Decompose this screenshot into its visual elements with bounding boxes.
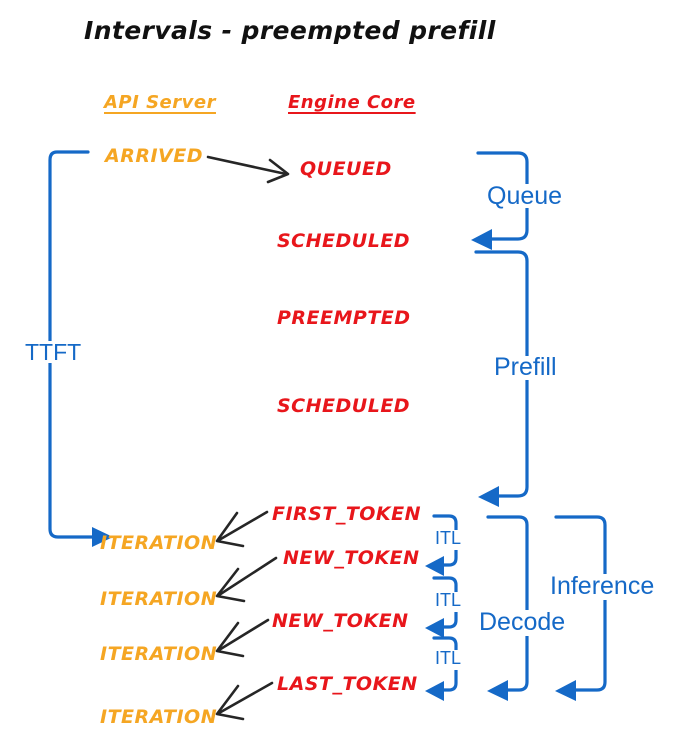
arrow-arrived-to-queued <box>206 155 290 184</box>
prefill-label-mask <box>492 356 566 380</box>
itl1-label-mask <box>432 530 468 550</box>
interval-label-itl-1: ITL <box>435 528 462 548</box>
event-preempted: PREEMPTED <box>277 307 411 329</box>
column-header-engine-core: Engine Core <box>288 92 416 113</box>
event-new-token-2: NEW_TOKEN <box>272 610 409 632</box>
event-last-token: LAST_TOKEN <box>277 673 418 695</box>
arrow-new-token-to-iteration-3 <box>215 618 270 658</box>
inference-label-mask <box>547 574 663 600</box>
event-arrived: ARRIVED <box>105 145 203 167</box>
event-new-token-1: NEW_TOKEN <box>283 547 420 569</box>
arrow-last-token-to-iteration-4 <box>215 681 274 721</box>
event-iteration-1: ITERATION <box>100 532 218 554</box>
event-scheduled-2: SCHEDULED <box>277 395 411 417</box>
interval-label-decode: Decode <box>479 608 566 636</box>
event-iteration-3: ITERATION <box>100 643 218 665</box>
interval-label-itl-2: ITL <box>435 590 462 610</box>
event-queued: QUEUED <box>300 158 392 180</box>
interval-label-inference: Inference <box>550 572 655 600</box>
event-iteration-4: ITERATION <box>100 706 218 728</box>
column-header-api-server: API Server <box>104 92 216 113</box>
interval-label-ttft: TTFT <box>25 339 82 365</box>
page-title: Intervals - preempted prefill <box>84 16 496 45</box>
arrow-new-token-to-iteration-2 <box>215 556 278 603</box>
ttft-label-mask <box>22 341 84 363</box>
itl3-label-mask <box>432 650 468 670</box>
queue-label-mask <box>484 184 572 208</box>
interval-label-itl-3: ITL <box>435 648 462 668</box>
decode-label-mask <box>476 610 572 636</box>
itl2-label-mask <box>432 592 468 612</box>
event-scheduled-1: SCHEDULED <box>277 230 411 252</box>
event-iteration-2: ITERATION <box>100 588 218 610</box>
interval-label-prefill: Prefill <box>494 353 557 381</box>
event-first-token: FIRST_TOKEN <box>272 503 422 525</box>
arrow-first-token-to-iteration <box>215 510 269 548</box>
interval-label-queue: Queue <box>487 182 563 210</box>
